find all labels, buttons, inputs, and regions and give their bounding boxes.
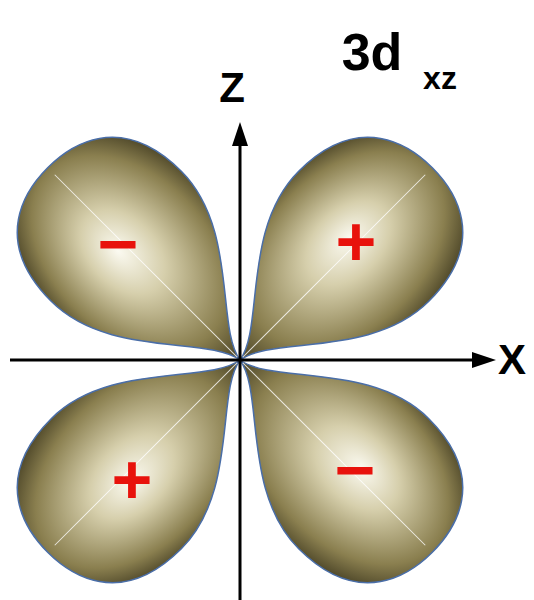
axis-label: Z <box>219 67 245 109</box>
phase-sign: + <box>112 445 153 515</box>
orbital-title: 3d <box>342 26 403 78</box>
x-axis <box>10 359 478 362</box>
phase-sign: + <box>336 207 377 277</box>
axis-label: X <box>498 339 526 381</box>
z-axis <box>239 140 242 600</box>
orbital-lobes <box>0 103 497 600</box>
lobe <box>175 295 497 600</box>
orbital-subscript: xz <box>423 62 457 94</box>
axis-arrowhead <box>232 122 248 146</box>
axis-arrowhead <box>472 352 496 368</box>
phase-sign: − <box>335 435 376 505</box>
phase-sign: − <box>98 209 139 279</box>
